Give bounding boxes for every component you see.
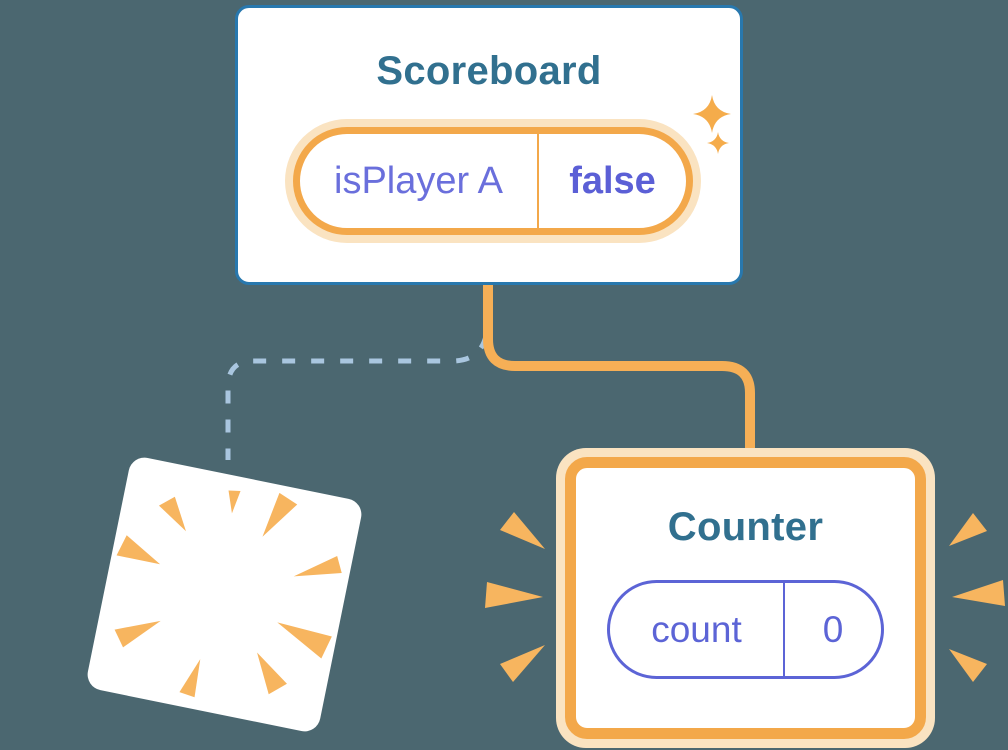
burst-mark xyxy=(116,535,161,565)
counter-card-inner: Counter count 0 xyxy=(565,457,926,739)
burst-mark xyxy=(500,645,545,682)
destroyed-component-card xyxy=(84,454,365,735)
pill-divider xyxy=(537,134,539,228)
burst-mark xyxy=(277,622,332,659)
counter-title: Counter xyxy=(667,505,824,549)
burst-icon xyxy=(114,490,342,698)
dashed-connector-line xyxy=(225,335,489,460)
burst-mark xyxy=(949,513,987,546)
state-label: count xyxy=(651,608,742,650)
burst-mark xyxy=(952,580,1005,606)
burst-mark xyxy=(158,496,186,532)
burst-mark xyxy=(485,582,543,608)
scoreboard-component-card: Scoreboard isPlayer A false xyxy=(235,5,743,285)
burst-mark xyxy=(293,555,342,577)
scoreboard-state-pill: isPlayer A false xyxy=(293,127,693,235)
scoreboard-title: Scoreboard xyxy=(376,49,602,93)
state-value: false xyxy=(569,159,656,202)
burst-mark xyxy=(500,512,545,549)
burst-mark xyxy=(262,492,298,537)
counter-component-card: Counter count 0 xyxy=(556,448,935,748)
burst-mark xyxy=(257,652,287,695)
pill-divider xyxy=(783,583,785,676)
burst-mark xyxy=(949,649,987,682)
state-label: isPlayer A xyxy=(334,159,503,202)
burst-mark xyxy=(179,659,201,698)
burst-mark xyxy=(228,490,241,514)
state-value: 0 xyxy=(822,608,844,650)
counter-state-pill: count 0 xyxy=(607,580,884,679)
solid-connector-line xyxy=(483,283,755,460)
burst-mark xyxy=(114,620,161,648)
